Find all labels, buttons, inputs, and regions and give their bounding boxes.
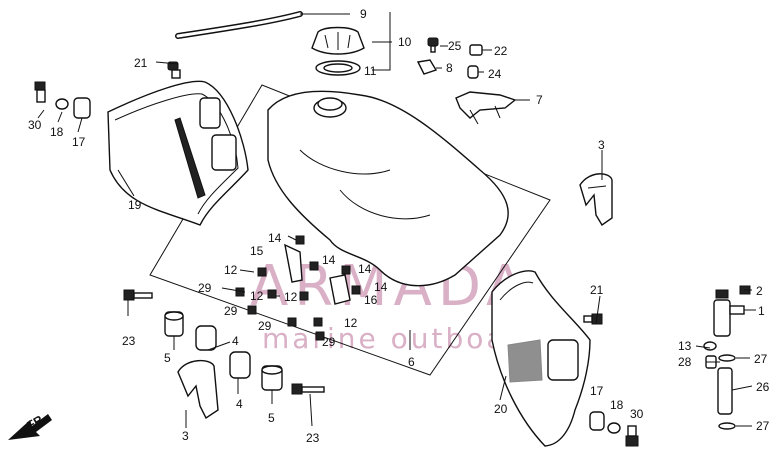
callout-10: 10: [398, 35, 412, 49]
callout-21-right: 21: [590, 283, 604, 297]
callout-15: 15: [250, 244, 264, 258]
callout-22: 22: [494, 44, 508, 58]
left-shroud: [107, 80, 249, 226]
callout-4-left: 4: [232, 334, 239, 348]
bracket-16: [329, 274, 351, 305]
bolt-25: [427, 37, 439, 53]
bolt-30-left: [34, 81, 46, 103]
callout-23-left: 23: [122, 334, 136, 348]
callout-5-left: 5: [164, 351, 171, 365]
callout-3-bottom: 3: [182, 429, 189, 443]
callout-14-c: 14: [358, 262, 372, 276]
callout-21-top: 21: [134, 56, 148, 70]
cap-24: [467, 65, 479, 79]
callout-9: 9: [360, 7, 367, 21]
callout-1: 1: [758, 304, 765, 318]
clip-22: [469, 44, 483, 56]
callout-28: 28: [678, 355, 692, 369]
callout-13: 13: [678, 339, 692, 353]
callout-29-a: 29: [198, 281, 212, 295]
bracket-7: [455, 91, 517, 125]
bolt-30-right: [625, 425, 639, 447]
callout-25: 25: [448, 39, 462, 53]
callout-27-bottom: 27: [756, 419, 770, 433]
strap-3-bottom: [177, 359, 219, 420]
fuel-tank: [267, 90, 509, 287]
bolts-29-group: [235, 287, 325, 341]
fuel-cap-gasket: [315, 60, 361, 76]
callout-16: 16: [364, 293, 378, 307]
callout-17-right: 17: [590, 384, 604, 398]
callout-30-left: 30: [28, 118, 42, 132]
bolt-23-bottom: [291, 383, 325, 395]
callout-7: 7: [536, 93, 543, 107]
bolt-21-right: [583, 313, 603, 325]
callout-18-right: 18: [610, 398, 624, 412]
bolts-14-group: [295, 235, 361, 295]
callout-27-top: 27: [754, 352, 768, 366]
callout-29-c: 29: [258, 319, 272, 333]
callout-12-b: 12: [250, 289, 264, 303]
callout-18-left: 18: [50, 125, 64, 139]
fuel-line-26: [717, 367, 733, 415]
callout-26: 26: [756, 380, 770, 394]
front-direction-marker: [8, 414, 52, 440]
bolt-21-top: [167, 61, 181, 79]
callout-8: 8: [446, 61, 453, 75]
grommet-4-bottom: [229, 351, 251, 379]
grommet-17-right: [589, 411, 605, 431]
callout-23-bottom: 23: [306, 431, 320, 445]
callout-2: 2: [756, 284, 763, 298]
bolt-23-left: [123, 289, 153, 301]
callout-29-d: 29: [322, 335, 336, 349]
callout-29-b: 29: [224, 304, 238, 318]
callout-17-left: 17: [72, 135, 86, 149]
callout-12-d: 12: [344, 316, 358, 330]
clip-27-top: [718, 354, 736, 362]
fuel-hose: [175, 11, 303, 39]
bracket-15: [284, 243, 303, 283]
fuel-cap: [311, 26, 365, 55]
callout-14-b: 14: [322, 253, 336, 267]
grommet-17-left: [73, 97, 91, 119]
callout-20: 20: [494, 402, 508, 416]
oring-13: [703, 341, 717, 351]
callout-6: 6: [408, 355, 415, 369]
callout-14-a: 14: [268, 231, 282, 245]
callout-3-top: 3: [598, 138, 605, 152]
nut-8: [416, 59, 438, 75]
clip-27-bottom: [718, 422, 736, 430]
callout-12-c: 12: [284, 290, 298, 304]
fuel-valve: [713, 289, 745, 337]
callout-12-a: 12: [224, 263, 238, 277]
grommet-4-left: [195, 325, 217, 351]
right-shroud: [491, 270, 591, 447]
collar-5-left: [164, 311, 184, 337]
callout-5-bottom: 5: [268, 411, 275, 425]
callout-30-right: 30: [630, 407, 644, 421]
leader-lines: [37, 12, 756, 428]
strap-3-top: [579, 173, 613, 227]
washer-18-left: [55, 98, 69, 110]
collar-5-bottom: [261, 365, 283, 391]
callout-14-d: 14: [374, 280, 388, 294]
callout-11: 11: [364, 64, 377, 78]
washer-18-right: [607, 422, 621, 434]
callout-4-bottom: 4: [236, 397, 243, 411]
callout-19: 19: [128, 198, 142, 212]
bolts-12-group: [257, 267, 323, 327]
callout-24: 24: [488, 67, 502, 81]
